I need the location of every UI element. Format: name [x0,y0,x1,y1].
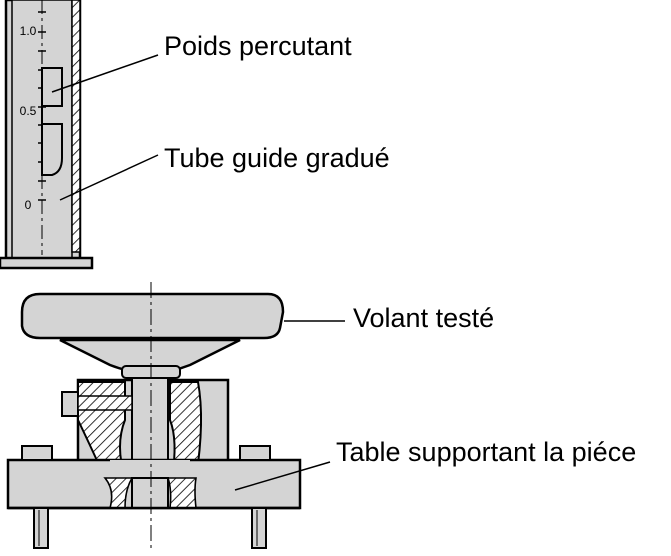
support-body [61,377,230,505]
handwheel [20,292,285,379]
label-graduated-tube: Tube guide gradué [164,143,390,173]
label-support-table: Table supportant la piéce [336,437,637,467]
striking-weight [41,67,63,176]
scale-mark-0: 0 [25,198,32,212]
label-striking-weight: Poids percutant [164,31,352,61]
scale-mark-0-5: 0.5 [20,104,37,118]
leader-lines [51,54,345,491]
label-tested-handwheel: Volant testé [353,303,495,333]
support-table [6,445,302,549]
scale-mark-1-0: 1.0 [20,24,37,38]
